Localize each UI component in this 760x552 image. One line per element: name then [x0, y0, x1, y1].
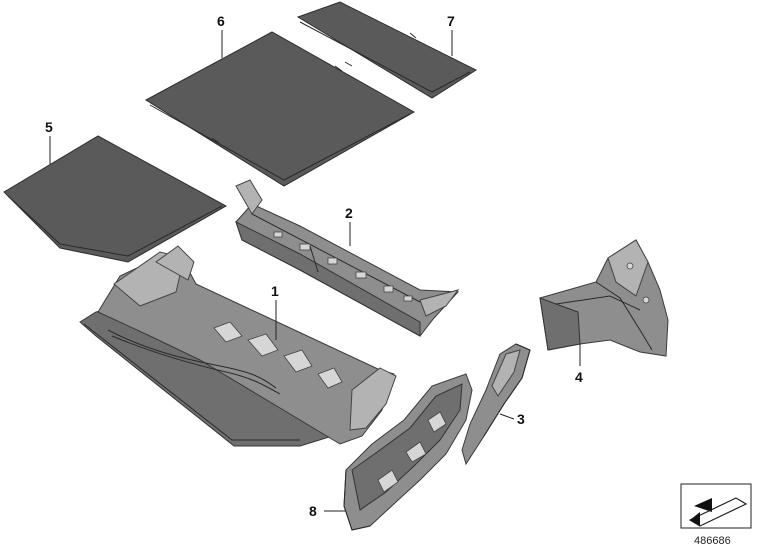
- callout-4: 4: [575, 369, 583, 385]
- callout-3: 3: [517, 411, 525, 427]
- part-8-side-panel-insulation[interactable]: [343, 373, 473, 531]
- part-1-trunk-floor-insulation[interactable]: [79, 245, 397, 447]
- part-4-wheel-arch-insulation[interactable]: [539, 239, 669, 357]
- part-6-insulation-pad[interactable]: [145, 31, 416, 187]
- callout-1: 1: [271, 283, 279, 299]
- callout-8: 8: [309, 503, 317, 519]
- callout-2: 2: [345, 205, 353, 221]
- callout-6: 6: [217, 13, 225, 29]
- leader-line-3: [499, 413, 515, 420]
- part-7-insulation-pad[interactable]: [296, 1, 478, 99]
- part-2-cross-member-insulation[interactable]: [235, 179, 460, 337]
- callout-5: 5: [45, 119, 53, 135]
- parts-catalog-arrow-icon: [680, 483, 752, 529]
- part-3-side-insulation[interactable]: [461, 343, 531, 466]
- reference-number: 486686: [694, 535, 731, 547]
- callout-7: 7: [447, 13, 455, 29]
- part-5-insulation-pad[interactable]: [3, 135, 228, 263]
